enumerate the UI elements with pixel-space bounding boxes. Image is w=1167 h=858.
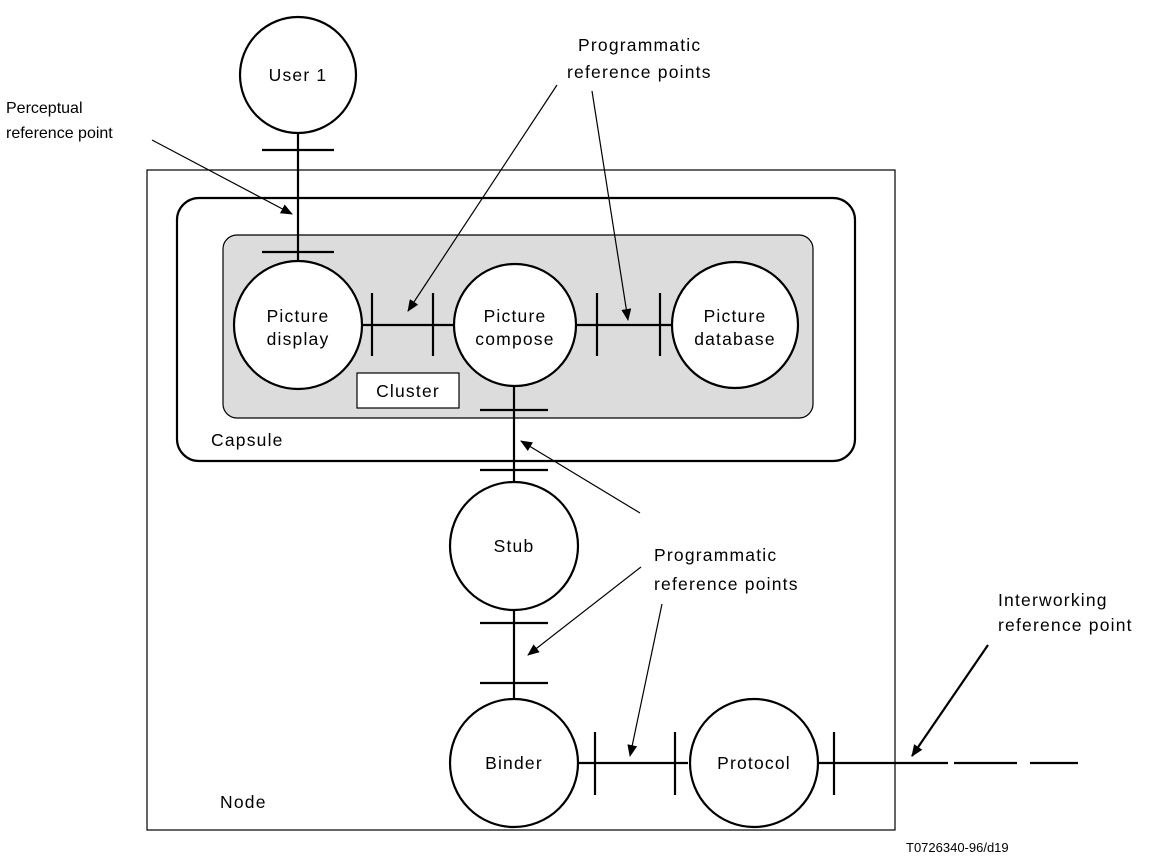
picture-database-label-1: Picture xyxy=(704,306,767,326)
programmatic-bottom-arrow-3 xyxy=(627,603,663,757)
cluster-label: Cluster xyxy=(376,381,440,401)
protocol-label: Protocol xyxy=(717,753,791,773)
picture-display-label-2: display xyxy=(267,329,330,349)
figure-reference: T0726340-96/d19 xyxy=(906,840,1009,855)
picture-compose-label-2: compose xyxy=(475,329,554,349)
perceptual-label-1: Perceptual xyxy=(6,100,83,117)
programmatic-top-arrow-1 xyxy=(407,84,558,312)
programmatic-top-label-2: reference points xyxy=(567,62,712,82)
picture-display-label-1: Picture xyxy=(267,306,330,326)
capsule-box xyxy=(175,196,857,463)
perceptual-label-2: reference point xyxy=(6,125,113,142)
programmatic-top-label-1: Programmatic xyxy=(578,35,701,55)
interworking-arrow xyxy=(911,644,989,757)
stub-circle xyxy=(448,480,580,612)
binder-circle xyxy=(448,697,580,829)
interworking-label-2: reference point xyxy=(998,615,1133,635)
node-box xyxy=(146,169,896,831)
programmatic-bottom-arrow-1 xyxy=(520,440,641,514)
picture-database-circle xyxy=(670,260,800,390)
perceptual-arrow xyxy=(151,139,293,215)
picture-compose-circle xyxy=(452,262,578,388)
programmatic-bottom-arrow-2 xyxy=(527,566,642,656)
protocol-circle xyxy=(688,697,820,829)
capsule-label: Capsule xyxy=(211,430,284,450)
picture-compose-label-1: Picture xyxy=(484,306,547,326)
picture-display-circle xyxy=(232,259,364,391)
interworking-label-1: Interworking xyxy=(998,590,1108,610)
user-circle xyxy=(238,15,358,135)
programmatic-bottom-label-2: reference points xyxy=(654,574,799,594)
programmatic-bottom-label-1: Programmatic xyxy=(654,545,777,565)
programmatic-top-arrow-2 xyxy=(591,90,632,321)
cluster-label-box xyxy=(356,372,460,409)
user-label: User 1 xyxy=(269,65,328,85)
picture-database-label-2: database xyxy=(694,329,776,349)
stub-label: Stub xyxy=(494,536,535,556)
binder-label: Binder xyxy=(485,753,543,773)
node-label: Node xyxy=(220,792,267,812)
